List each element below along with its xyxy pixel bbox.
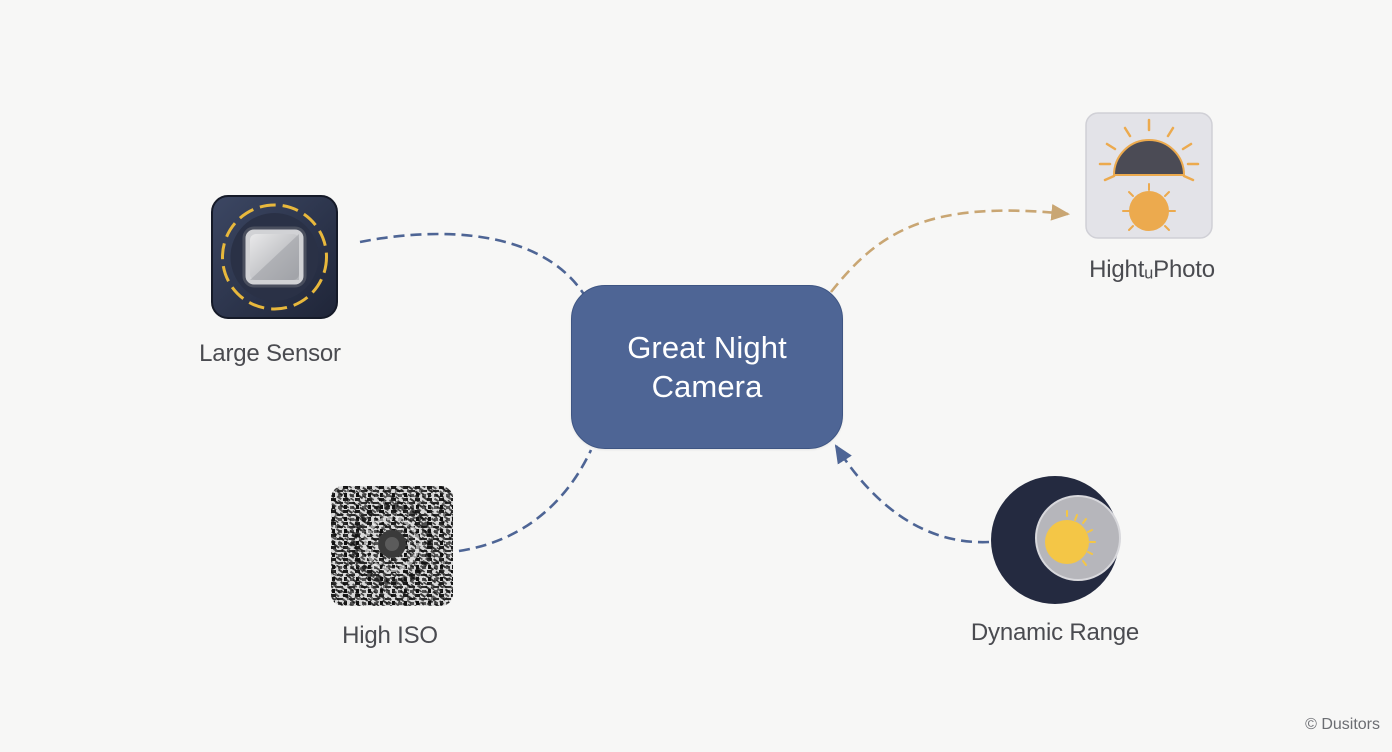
noise-grain-icon: [331, 486, 453, 606]
moon-sun-icon: [991, 476, 1121, 604]
connector-large-sensor: [359, 232, 587, 297]
connector-dynamic-range: [834, 444, 990, 544]
label-large-sensor: Large Sensor: [199, 340, 341, 367]
sensor-chip-icon: [211, 195, 338, 319]
sun-exposure-icon: [1085, 112, 1213, 239]
watermark-text: © Dusitors: [1305, 716, 1380, 733]
label-high-photo: HightᵤPhoto: [1089, 256, 1215, 283]
center-title: Great Night Camera: [627, 330, 787, 404]
connector-high-iso: [458, 449, 593, 553]
label-dynamic-range: Dynamic Range: [970, 619, 1140, 646]
connector-high-photo: [829, 204, 1071, 293]
label-high-iso: High ISO: [342, 622, 438, 649]
center-node[interactable]: Great Night Camera: [571, 285, 843, 449]
